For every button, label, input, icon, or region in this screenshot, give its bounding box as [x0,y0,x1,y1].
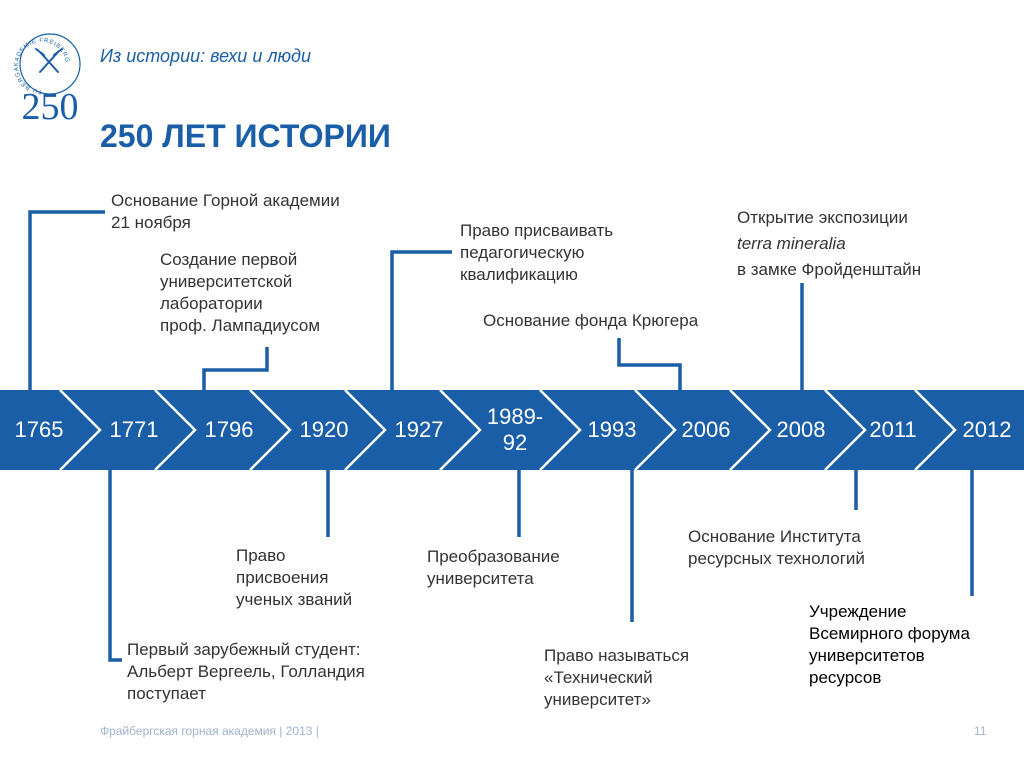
year-2006: 2006 [681,416,731,442]
footer-text: Фрайбергская горная академия | 2013 | [100,724,319,738]
year-1993: 1993 [587,416,637,442]
slide-title: 250 ЛЕТ ИСТОРИИ [100,118,391,154]
logo-number: 250 [22,86,79,124]
year-1920: 1920 [299,416,349,442]
connector-1771 [108,470,122,662]
year-1796: 1796 [204,416,254,442]
connector-1796 [202,347,269,392]
year-2012: 2012 [962,416,1012,442]
slide-subtitle: Из истории: вехи и люди [100,46,311,66]
connector-1765 [28,210,105,392]
year-1771: 1771 [109,416,159,442]
tu-freiberg-250-logo: TU BERGAKADEMIE FREIBERG 250 [14,33,81,124]
connector-2006 [617,338,682,392]
event-2006: Основание фонда Крюгера [483,311,699,330]
crossed-hammers-icon [35,48,63,73]
year-2008: 2008 [776,416,826,442]
year-1989-92: 1989-92 [486,403,544,455]
connector-1927 [390,250,452,392]
page-number: 11 [974,724,987,738]
timeline-band [0,390,1024,470]
year-2011: 2011 [869,416,917,442]
year-1765: 1765 [14,416,64,442]
year-1927: 1927 [394,416,444,442]
event-1771: Первый зарубежный студент:Альберт Вергее… [127,640,365,703]
